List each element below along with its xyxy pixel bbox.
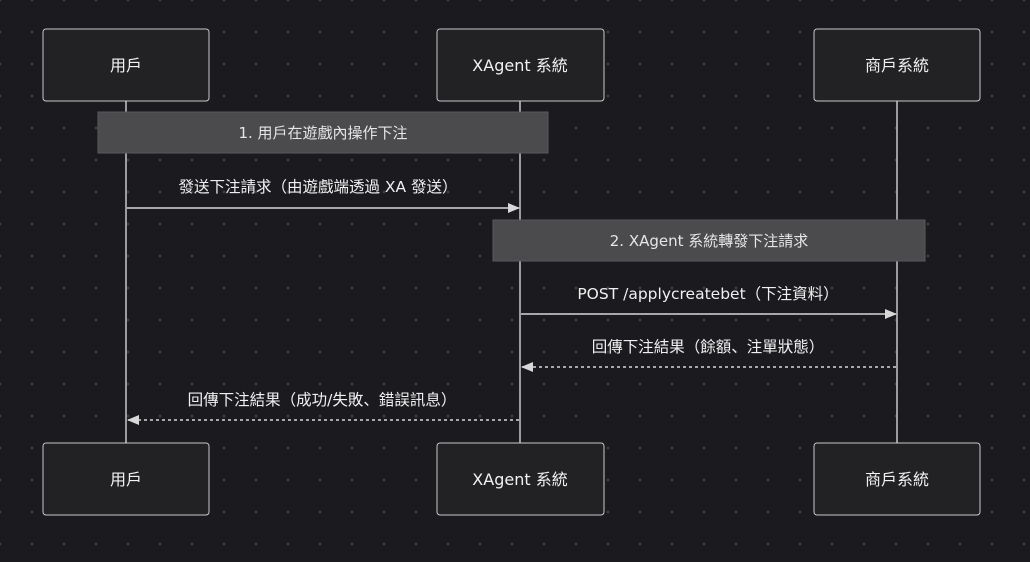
- message-4: 回傳下注結果（成功/失敗、錯誤訊息）: [127, 391, 519, 425]
- note-1: 1. 用戶在遊戲內操作下注: [97, 111, 549, 154]
- message-2: POST /applycreatebet（下注資料）: [521, 285, 897, 319]
- actor-xagent-top-label: XAgent 系統: [472, 56, 567, 75]
- actor-user-top-label: 用戶: [110, 56, 142, 75]
- actor-user-top: 用戶: [42, 28, 210, 102]
- actor-merchant-bottom-label: 商戶系統: [865, 470, 929, 489]
- actor-merchant-bottom: 商戶系統: [813, 442, 981, 516]
- actor-user-bottom-label: 用戶: [110, 470, 142, 489]
- actor-xagent-bottom-label: XAgent 系統: [472, 470, 567, 489]
- actor-merchant-top-label: 商戶系統: [865, 56, 929, 75]
- message-2-label: POST /applycreatebet（下注資料）: [577, 285, 838, 303]
- actor-user-bottom: 用戶: [42, 442, 210, 516]
- note-2: 2. XAgent 系統轉發下注請求: [492, 219, 926, 262]
- actor-xagent-top: XAgent 系統: [436, 28, 605, 102]
- message-1-label: 發送下注請求（由遊戲端透過 XA 發送）: [178, 178, 457, 196]
- message-1: 發送下注請求（由遊戲端透過 XA 發送）: [127, 178, 520, 213]
- note-2-label: 2. XAgent 系統轉發下注請求: [610, 232, 809, 250]
- message-3-label: 回傳下注結果（餘額、注單狀態）: [592, 338, 825, 356]
- actor-xagent-bottom: XAgent 系統: [436, 442, 605, 516]
- message-4-label: 回傳下注結果（成功/失敗、錯誤訊息）: [188, 391, 457, 409]
- actor-merchant-top: 商戶系統: [813, 28, 981, 102]
- note-1-label: 1. 用戶在遊戲內操作下注: [238, 124, 407, 142]
- message-3: 回傳下注結果（餘額、注單狀態）: [521, 338, 896, 372]
